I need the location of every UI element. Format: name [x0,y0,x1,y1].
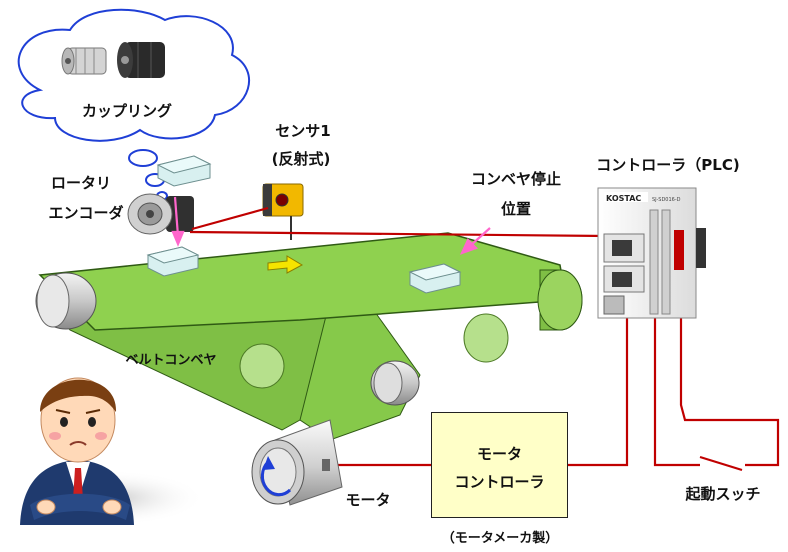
motor-maker-label: （モータメーカ製） [441,531,559,546]
sensor-label-line2: (反射式) [271,150,331,168]
coupling-label: カップリング [81,102,172,120]
coupling-silver-icon [61,47,107,75]
wiring [189,206,780,472]
motor [251,419,343,506]
plc-controller [597,187,706,319]
stop-position-label-line2: 位置 [500,200,531,218]
motor-controller-label-line1: モータ [476,445,522,463]
reflective-sensor [262,183,304,240]
workpiece-2 [408,263,462,294]
pointer-arrows [171,196,491,255]
plc-model: SJ-SD016-D [652,197,681,203]
controller-label: コントローラ（PLC) [596,156,740,174]
motor-controller-box: モータ コントローラ [431,412,568,518]
motor-controller-label-line2: コントローラ [454,473,545,491]
tension-roller [370,360,420,406]
plc-brand: KOSTAC [606,194,641,203]
snub-roller-left [239,343,285,389]
sensor-label-line1: センサ1 [275,122,331,140]
stop-position-label-line1: コンベヤ停止 [470,170,561,188]
rotary-encoder-label-line2: エンコーダ [48,204,124,222]
coupling-black-icon [117,42,165,78]
worried-person [15,377,205,526]
workpiece-floating [156,155,212,187]
left-end-roller [35,272,97,330]
direction-arrow-icon [267,255,304,274]
workpiece-1 [146,246,200,277]
belt-conveyor-label: ベルトコンベヤ [125,353,217,368]
rotary-encoder [127,193,194,235]
right-end-roller [463,269,583,363]
rotary-encoder-label-line1: ロータリ [50,174,111,192]
start-switch-label: 起動スッチ [685,485,761,503]
belt-conveyor [35,232,583,441]
motor-label: モータ [345,491,391,509]
